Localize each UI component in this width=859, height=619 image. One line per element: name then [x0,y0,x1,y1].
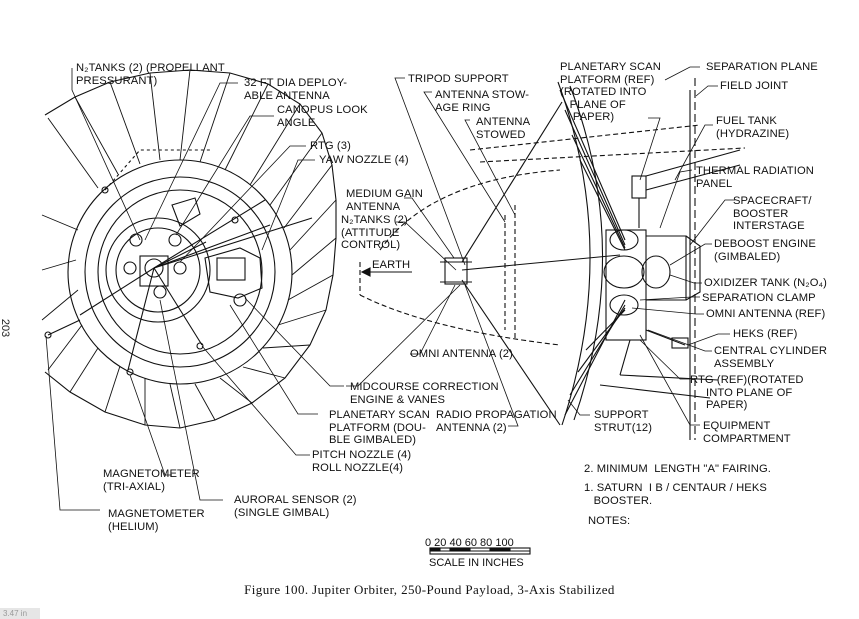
label-omni-antenna-ref: OMNI ANTENNA (REF) [706,308,826,320]
label-antenna-stowage-ring: ANTENNA STOW- AGE RING [435,89,530,114]
label-earth: EARTH [372,259,411,271]
scale-numbers: 0 20 40 60 80 100 [425,537,514,549]
label-radio-propagation-antenna: RADIO PROPAGATION ANTENNA (2) [436,409,557,434]
label-separation-clamp: SEPARATION CLAMP [702,292,816,304]
label-pitch-roll-nozzle: PITCH NOZZLE (4) ROLL NOZZLE(4) [312,449,412,474]
label-interstage: SPACECRAFT/ BOOSTER INTERSTAGE [733,195,812,232]
page-number: 203 [0,318,12,338]
label-auroral-sensor: AURORAL SENSOR (2) (SINGLE GIMBAL) [234,494,357,519]
label-magnetometer-triaxial: MAGNETOMETER (TRI-AXIAL) [103,468,200,493]
label-central-cylinder: CENTRAL CYLINDER ASSEMBLY [714,345,828,370]
label-antenna-stowed: ANTENNA STOWED [476,116,531,141]
label-rtg-ref: RTG (REF)(ROTATED INTO PLANE OF PAPER) [690,374,804,411]
label-thermal-radiation-panel: THERMAL RADIATION PANEL [696,165,814,190]
figure-caption: Figure 100. Jupiter Orbiter, 250-Pound P… [244,582,615,597]
corner-tag: 3.47 in [0,608,40,619]
spacecraft-side-view [359,78,746,440]
note-1: 1. SATURN I B / CENTAUR / HEKS BOOSTER. [584,482,767,507]
label-planetary-scan-platform-ref: PLANETARY SCAN PLATFORM (REF) (ROTATED I… [560,61,661,123]
label-deboost-engine: DEBOOST ENGINE (GIMBALED) [714,238,816,263]
label-magnetometer-helium: MAGNETOMETER (HELIUM) [108,508,205,533]
label-deployable-antenna: 32 FT DIA DEPLOY- ABLE ANTENNA [244,77,348,102]
note-2: 2. MINIMUM LENGTH "A" FAIRING. [584,463,771,475]
label-tripod-support: TRIPOD SUPPORT [408,73,509,85]
label-yaw-nozzle: YAW NOZZLE (4) [319,154,409,166]
scale-bar [429,547,531,555]
scale-title: SCALE IN INCHES [429,557,524,569]
label-canopus-look-angle: CANOPUS LOOK ANGLE [277,104,368,129]
label-midcourse-correction: MIDCOURSE CORRECTION ENGINE & VANES [350,381,499,406]
label-oxidizer-tank: OXIDIZER TANK (N₂O₄) [704,277,827,289]
right-leaders [346,66,735,427]
label-fuel-tank: FUEL TANK (HYDRAZINE) [716,115,790,140]
dish-top-view [41,69,337,429]
label-rtg: RTG (3) [310,140,351,152]
earth-arrow-icon [360,267,412,277]
label-equipment-compartment: EQUIPMENT COMPARTMENT [703,420,791,445]
label-planetary-scan-platform: PLANETARY SCAN PLATFORM (DOU- BLE GIMBAL… [329,409,430,446]
label-support-strut: SUPPORT STRUT(12) [594,409,653,434]
label-field-joint: FIELD JOINT [720,80,789,92]
label-separation-plane: SEPARATION PLANE [706,61,818,73]
label-omni-antenna: OMNI ANTENNA (2) [410,348,513,360]
dish-ribs [41,69,337,429]
notes-title: NOTES: [588,515,631,527]
left-leaders [45,68,344,511]
label-n2-tanks-propellant: N₂TANKS (2) (PROPELLANT PRESSURANT) [76,62,225,87]
label-heks: HEKS (REF) [733,328,798,340]
label-n2-tanks-attitude: N₂TANKS (2) (ATTITUDE CONTROL) [341,214,408,251]
label-medium-gain-antenna: MEDIUM GAIN ANTENNA [346,188,423,213]
